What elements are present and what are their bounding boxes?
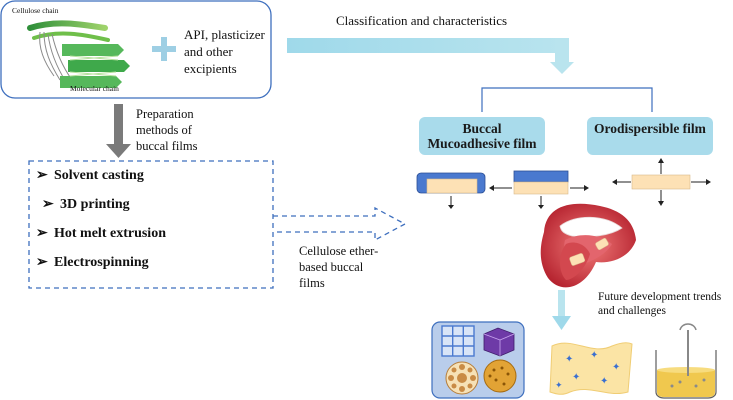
cellulose-ether-films-label: Cellulose ether-based buccal films [299,244,379,290]
svg-text:✦: ✦ [572,372,580,383]
orodispersible-box [587,117,713,155]
grid-scaffold-icon [441,325,475,357]
mucoadhesive-box [419,117,545,155]
chevron-bullet-icon: ➢ [36,226,48,241]
classification-label: Classification and characteristics [336,13,508,28]
beaker-dissolution-icon [655,323,717,399]
method-label: Electrospinning [54,255,149,270]
svg-text:✦: ✦ [565,354,573,365]
classification-arrow [287,38,574,74]
lattice-cube-icon [483,327,515,357]
cellulose-chain-label: Cellulose chain [12,6,59,15]
cellulose-chain-illustration [27,20,130,88]
classification-bracket [481,87,653,112]
chevron-bullet-icon: ➢ [36,168,48,183]
method-item: ➢ 3D printing [36,195,166,224]
methods-box [28,160,274,289]
methods-list: ➢Solvent casting ➢3D printing ➢Hot melt … [36,166,166,282]
molecular-chain-label: Molecular chain [70,84,119,93]
svg-text:✦: ✦ [590,350,598,361]
methods-to-films-arrow [273,206,407,242]
method-item: ➢ Hot melt extrusion [36,224,166,253]
svg-text:✦: ✦ [555,380,563,390]
film-layer-illustration-3 [612,158,711,206]
future-trends-label: Future development trends and challenges [598,291,722,317]
preparation-label: Preparation methods of buccal films [136,107,198,153]
plus-icon [152,37,176,61]
orodispersible-film-label: Orodispersible film [594,121,706,136]
film-layer-illustration-2 [489,170,589,209]
svg-text:✦: ✦ [600,376,608,387]
mouth-illustration [540,203,636,288]
mucoadhesive-film-label: Buccal Mucoadhesive film [427,121,537,151]
method-label: 3D printing [60,197,130,212]
fiber-cross-section-icon [445,361,479,395]
excipients-label: API, plasticizer and other excipients [184,27,265,76]
future-arrow [552,290,571,330]
svg-text:✦: ✦ [612,362,620,373]
preparation-arrow [106,104,131,158]
porous-sphere-icon [483,359,517,393]
film-layer-illustration-1 [416,172,486,209]
method-item: ➢ Solvent casting [36,166,166,195]
method-label: Solvent casting [54,168,144,183]
structures-panel [431,321,525,399]
chevron-bullet-icon: ➢ [42,197,54,212]
method-item: ➢ Electrospinning [36,253,166,282]
chevron-bullet-icon: ➢ [36,255,48,270]
method-label: Hot melt extrusion [54,226,166,241]
dissolving-film-icon: ✦ ✦ ✦ ✦ ✦ ✦ [549,342,633,395]
